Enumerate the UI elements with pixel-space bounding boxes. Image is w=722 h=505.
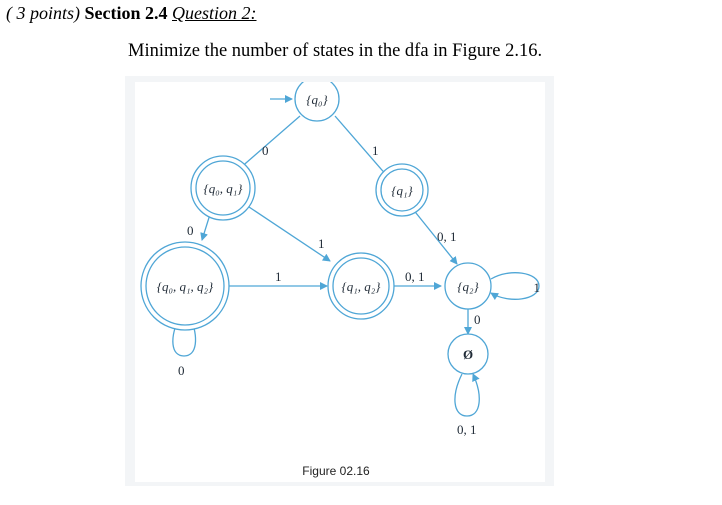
label-empty-loop: 0, 1 [457,422,477,437]
dfa-diagram: {q₀} {q₀, q₁} {q₁} {q₀, q₁, q₂} {q₁, q₂}… [140,82,541,478]
label-q0q1-q0q1q2: 0 [187,223,194,238]
label-q0q1-q1q2: 1 [318,236,325,251]
state-q1q2-inner [332,257,390,315]
state-q0q1-inner [195,160,251,216]
section-label: Section 2.4 [84,3,168,23]
loop-empty [454,373,480,417]
label-q1-q2: 0, 1 [437,229,457,244]
question-label: Question 2: [172,3,257,23]
label-q0q1q2-loop: 0 [178,363,185,378]
edge-q0-q1 [334,115,389,178]
state-empty-label: Ø [463,347,473,362]
label-q2-empty: 0 [474,312,481,327]
edge-q1-q2 [411,207,458,265]
edge-q0q1-q1q2 [242,202,331,262]
question-header: ( 3 points) Section 2.4 Question 2: [6,3,257,24]
state-q0q1-label: {q₀, q₁} [204,181,244,196]
state-empty [447,333,489,375]
label-q0q1q2-q1q2: 1 [275,269,282,284]
state-q1-label: {q₁} [391,183,413,198]
figure-caption: Figure 02.16 [302,464,370,478]
state-q0q1q2-inner [145,246,225,326]
state-q2-label: {q₂} [457,279,479,294]
state-q1-inner [380,168,424,212]
state-q0-label: {q₀} [306,92,328,107]
question-prompt: Minimize the number of states in the dfa… [128,41,543,61]
label-q2-loop: 1 [534,280,541,295]
label-q0-q1: 1 [372,143,379,158]
state-q0 [294,82,340,122]
state-q1q2-label: {q₁, q₂} [342,279,382,294]
label-q1q2-q2: 0, 1 [405,269,425,284]
label-q0-q0q1: 0 [262,143,269,158]
figure-canvas: {q₀} {q₀, q₁} {q₁} {q₀, q₁, q₂} {q₁, q₂}… [135,82,545,482]
points-label: ( 3 points) [6,3,80,23]
state-q0q1q2-label: {q₀, q₁, q₂} [157,279,214,294]
loop-q0q1q2 [172,315,197,357]
figure-frame: {q₀} {q₀, q₁} {q₁} {q₀, q₁, q₂} {q₁, q₂}… [125,76,554,486]
state-q2 [444,262,492,310]
loop-q2 [490,272,540,301]
